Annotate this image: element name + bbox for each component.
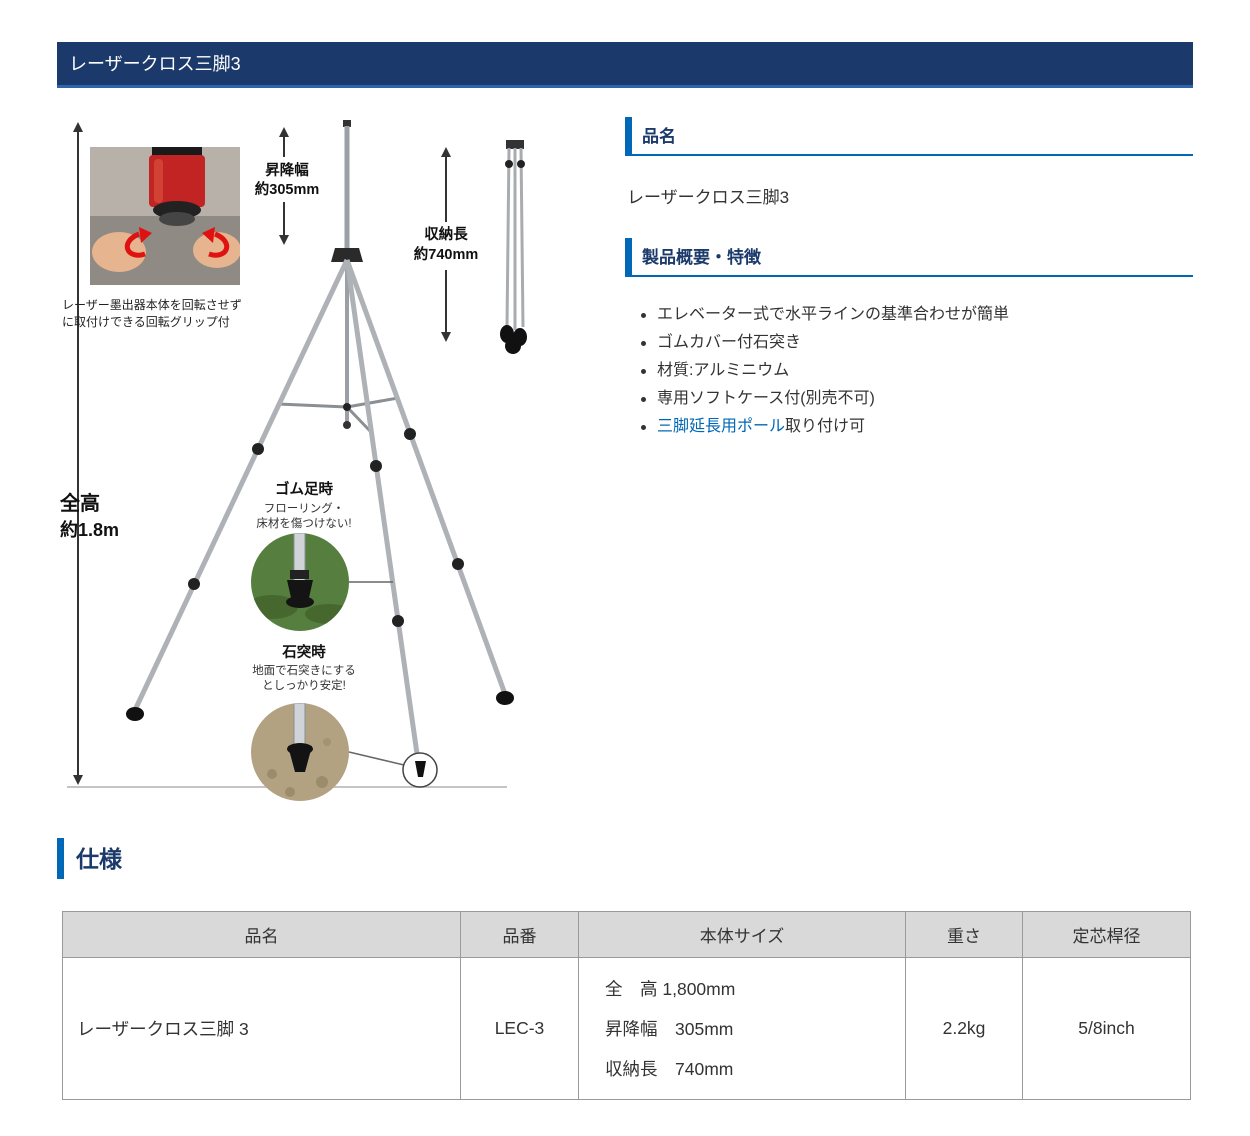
main-content: 全高 約1.8m	[57, 102, 1193, 802]
rubber-foot-note1: フローリング・	[264, 501, 345, 515]
spec-heading: 仕様	[57, 838, 1193, 879]
size-line: 昇降幅 305mm	[605, 1018, 734, 1039]
product-page: レーザークロス三脚3 全高 約1.8m	[57, 42, 1193, 1100]
table-row: レーザークロス三脚 3 LEC-3 全 高 1,800mm 昇降幅 305mm …	[62, 957, 1191, 1100]
overview-heading: 製品概要・特徴	[625, 238, 1193, 277]
col-header-model: 品番	[460, 911, 579, 958]
rotation-grip-photo	[90, 147, 240, 285]
rubber-foot-title: ゴム足時	[275, 480, 333, 498]
extension-pole-link[interactable]: 三脚延長用ポール	[657, 418, 786, 435]
tripod-diagram-svg: 全高 約1.8m	[59, 120, 527, 801]
grip-note-line2: に取付けできる回転グリップ付	[62, 315, 230, 329]
product-diagram: 全高 約1.8m	[57, 102, 625, 802]
spec-table: 品名 品番 本体サイズ 重さ 定芯桿径 レーザークロス三脚 3 LEC-3 全 …	[62, 911, 1191, 1100]
lift-value: 約305mm	[255, 180, 319, 198]
foot-highlight-circle	[402, 752, 438, 788]
feature-item: 三脚延長用ポール取り付け可	[639, 413, 1193, 441]
feature-item: ゴムカバー付石突き	[639, 329, 1193, 357]
spike-foot-note1: 地面で石突きにする	[252, 663, 356, 677]
feature-item: 専用ソフトケース付(別売不可)	[639, 385, 1193, 413]
product-name-heading-label: 品名	[642, 127, 676, 146]
storage-value: 約740mm	[414, 245, 478, 263]
spike-foot-title: 石突時	[281, 643, 326, 661]
rubber-foot-photo	[251, 533, 349, 631]
col-header-weight: 重さ	[905, 911, 1023, 958]
feature-item: 材質:アルミニウム	[639, 357, 1193, 385]
storage-length-arrow	[441, 147, 451, 342]
product-name: レーザークロス三脚3	[627, 188, 790, 207]
feature-item-suffix: 取り付け可	[785, 418, 866, 435]
grip-note-line1: レーザー墨出器本体を回転させず	[62, 298, 242, 312]
collapsed-tripod-illustration	[500, 140, 527, 354]
cell-thread-size: 5/8inch	[1022, 957, 1191, 1100]
size-line: 収納長 740mm	[605, 1058, 734, 1079]
lift-range-arrow	[279, 127, 289, 245]
product-name-heading: 品名	[625, 117, 1193, 156]
col-header-thread: 定芯桿径	[1022, 911, 1191, 958]
feature-list: エレベーター式で水平ラインの基準合わせが簡単 ゴムカバー付石突き 材質:アルミニ…	[639, 301, 1193, 441]
main-tripod-illustration	[126, 120, 514, 776]
cell-body-size: 全 高 1,800mm 昇降幅 305mm 収納長 740mm	[578, 957, 906, 1100]
page-title: レーザークロス三脚3	[69, 54, 241, 74]
total-height-value: 約1.8m	[60, 519, 119, 540]
total-height-label: 全高	[59, 491, 100, 515]
rubber-foot-note2: 床材を傷つけない!	[256, 516, 351, 530]
page-title-bar: レーザークロス三脚3	[57, 42, 1193, 88]
cell-weight: 2.2kg	[905, 957, 1023, 1100]
col-header-size: 本体サイズ	[578, 911, 906, 958]
cell-product-name: レーザークロス三脚 3	[62, 957, 461, 1100]
storage-label: 収納長	[424, 225, 468, 243]
col-header-name: 品名	[62, 911, 461, 958]
feature-item: エレベーター式で水平ラインの基準合わせが簡単	[639, 301, 1193, 329]
total-height-arrow	[73, 122, 83, 785]
overview-heading-label: 製品概要・特徴	[642, 248, 761, 267]
cell-model-number: LEC-3	[460, 957, 579, 1100]
product-info-panel: 品名 レーザークロス三脚3 製品概要・特徴 エレベーター式で水平ラインの基準合わ…	[625, 102, 1193, 802]
spike-foot-photo	[251, 703, 349, 801]
spike-foot-note2: としっかり安定!	[262, 678, 346, 692]
size-line: 全 高 1,800mm	[605, 978, 736, 999]
lift-label: 昇降幅	[265, 161, 309, 179]
spec-heading-label: 仕様	[76, 846, 122, 872]
spec-table-header-row: 品名 品番 本体サイズ 重さ 定芯桿径	[62, 911, 1191, 958]
